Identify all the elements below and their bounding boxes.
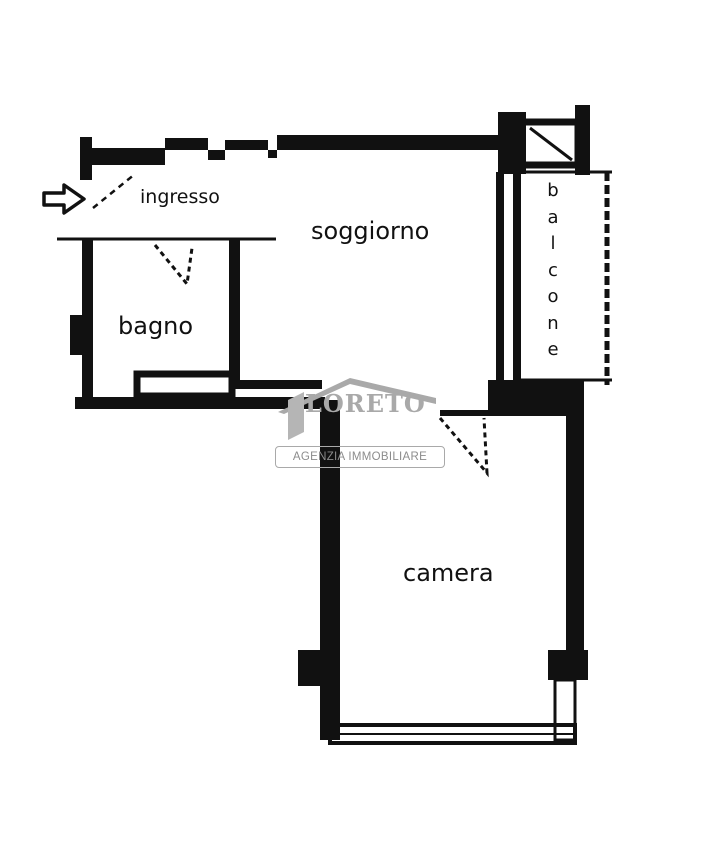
balcone-letter: n bbox=[547, 312, 559, 334]
wall-balcony-post bbox=[575, 105, 590, 175]
balcone-letter: e bbox=[547, 339, 559, 360]
balcone-letter: o bbox=[547, 286, 559, 307]
wall-bagno-sill bbox=[133, 370, 236, 400]
wall-ingresso-left bbox=[80, 160, 92, 180]
wall-camera-top-left bbox=[232, 380, 322, 389]
wall-bagno-left bbox=[82, 239, 93, 409]
logo-roof-icon bbox=[278, 378, 436, 414]
wall-bagno-right bbox=[229, 239, 240, 389]
room-label-balcone: b a l c o n e bbox=[544, 178, 562, 364]
room-label-ingresso: ingresso bbox=[140, 186, 220, 208]
balcone-letter: l bbox=[550, 233, 556, 254]
room-label-bagno: bagno bbox=[118, 312, 194, 340]
logo-subtitle: AGENZIA IMMOBILIARE bbox=[275, 446, 445, 468]
wall-corner bbox=[498, 112, 526, 174]
balcone-letter: b bbox=[547, 180, 559, 201]
balcony-hatch bbox=[529, 126, 573, 162]
wall-camera-right bbox=[566, 395, 584, 680]
logo-name: LORETO bbox=[305, 389, 426, 418]
wall-camera-right-stub bbox=[548, 650, 588, 680]
wall-camera-top-line bbox=[440, 410, 570, 416]
wall-bagno-bottom bbox=[75, 397, 325, 409]
balcony-rail bbox=[513, 174, 521, 379]
room-label-soggiorno: soggiorno bbox=[311, 217, 430, 245]
camera-door-swing bbox=[438, 417, 489, 478]
wall-top bbox=[80, 135, 500, 170]
wall-camera-left bbox=[320, 400, 340, 740]
balcone-letter: c bbox=[548, 259, 558, 281]
wall-soggiorno-right bbox=[496, 172, 504, 382]
agency-logo: LORETO AGENZIA IMMOBILIARE bbox=[275, 376, 445, 471]
bagno-door-swing bbox=[153, 244, 194, 288]
wall-camera-left-stub bbox=[298, 650, 323, 686]
window-camera-right bbox=[553, 678, 577, 742]
balcone-letter: a bbox=[547, 206, 559, 228]
logo-house-icon bbox=[288, 392, 304, 440]
room-label-camera: camera bbox=[403, 559, 494, 587]
arrow-right-icon bbox=[42, 183, 86, 215]
ingresso-door-swing bbox=[92, 173, 136, 209]
wall-bagno-left-stub bbox=[70, 315, 84, 355]
